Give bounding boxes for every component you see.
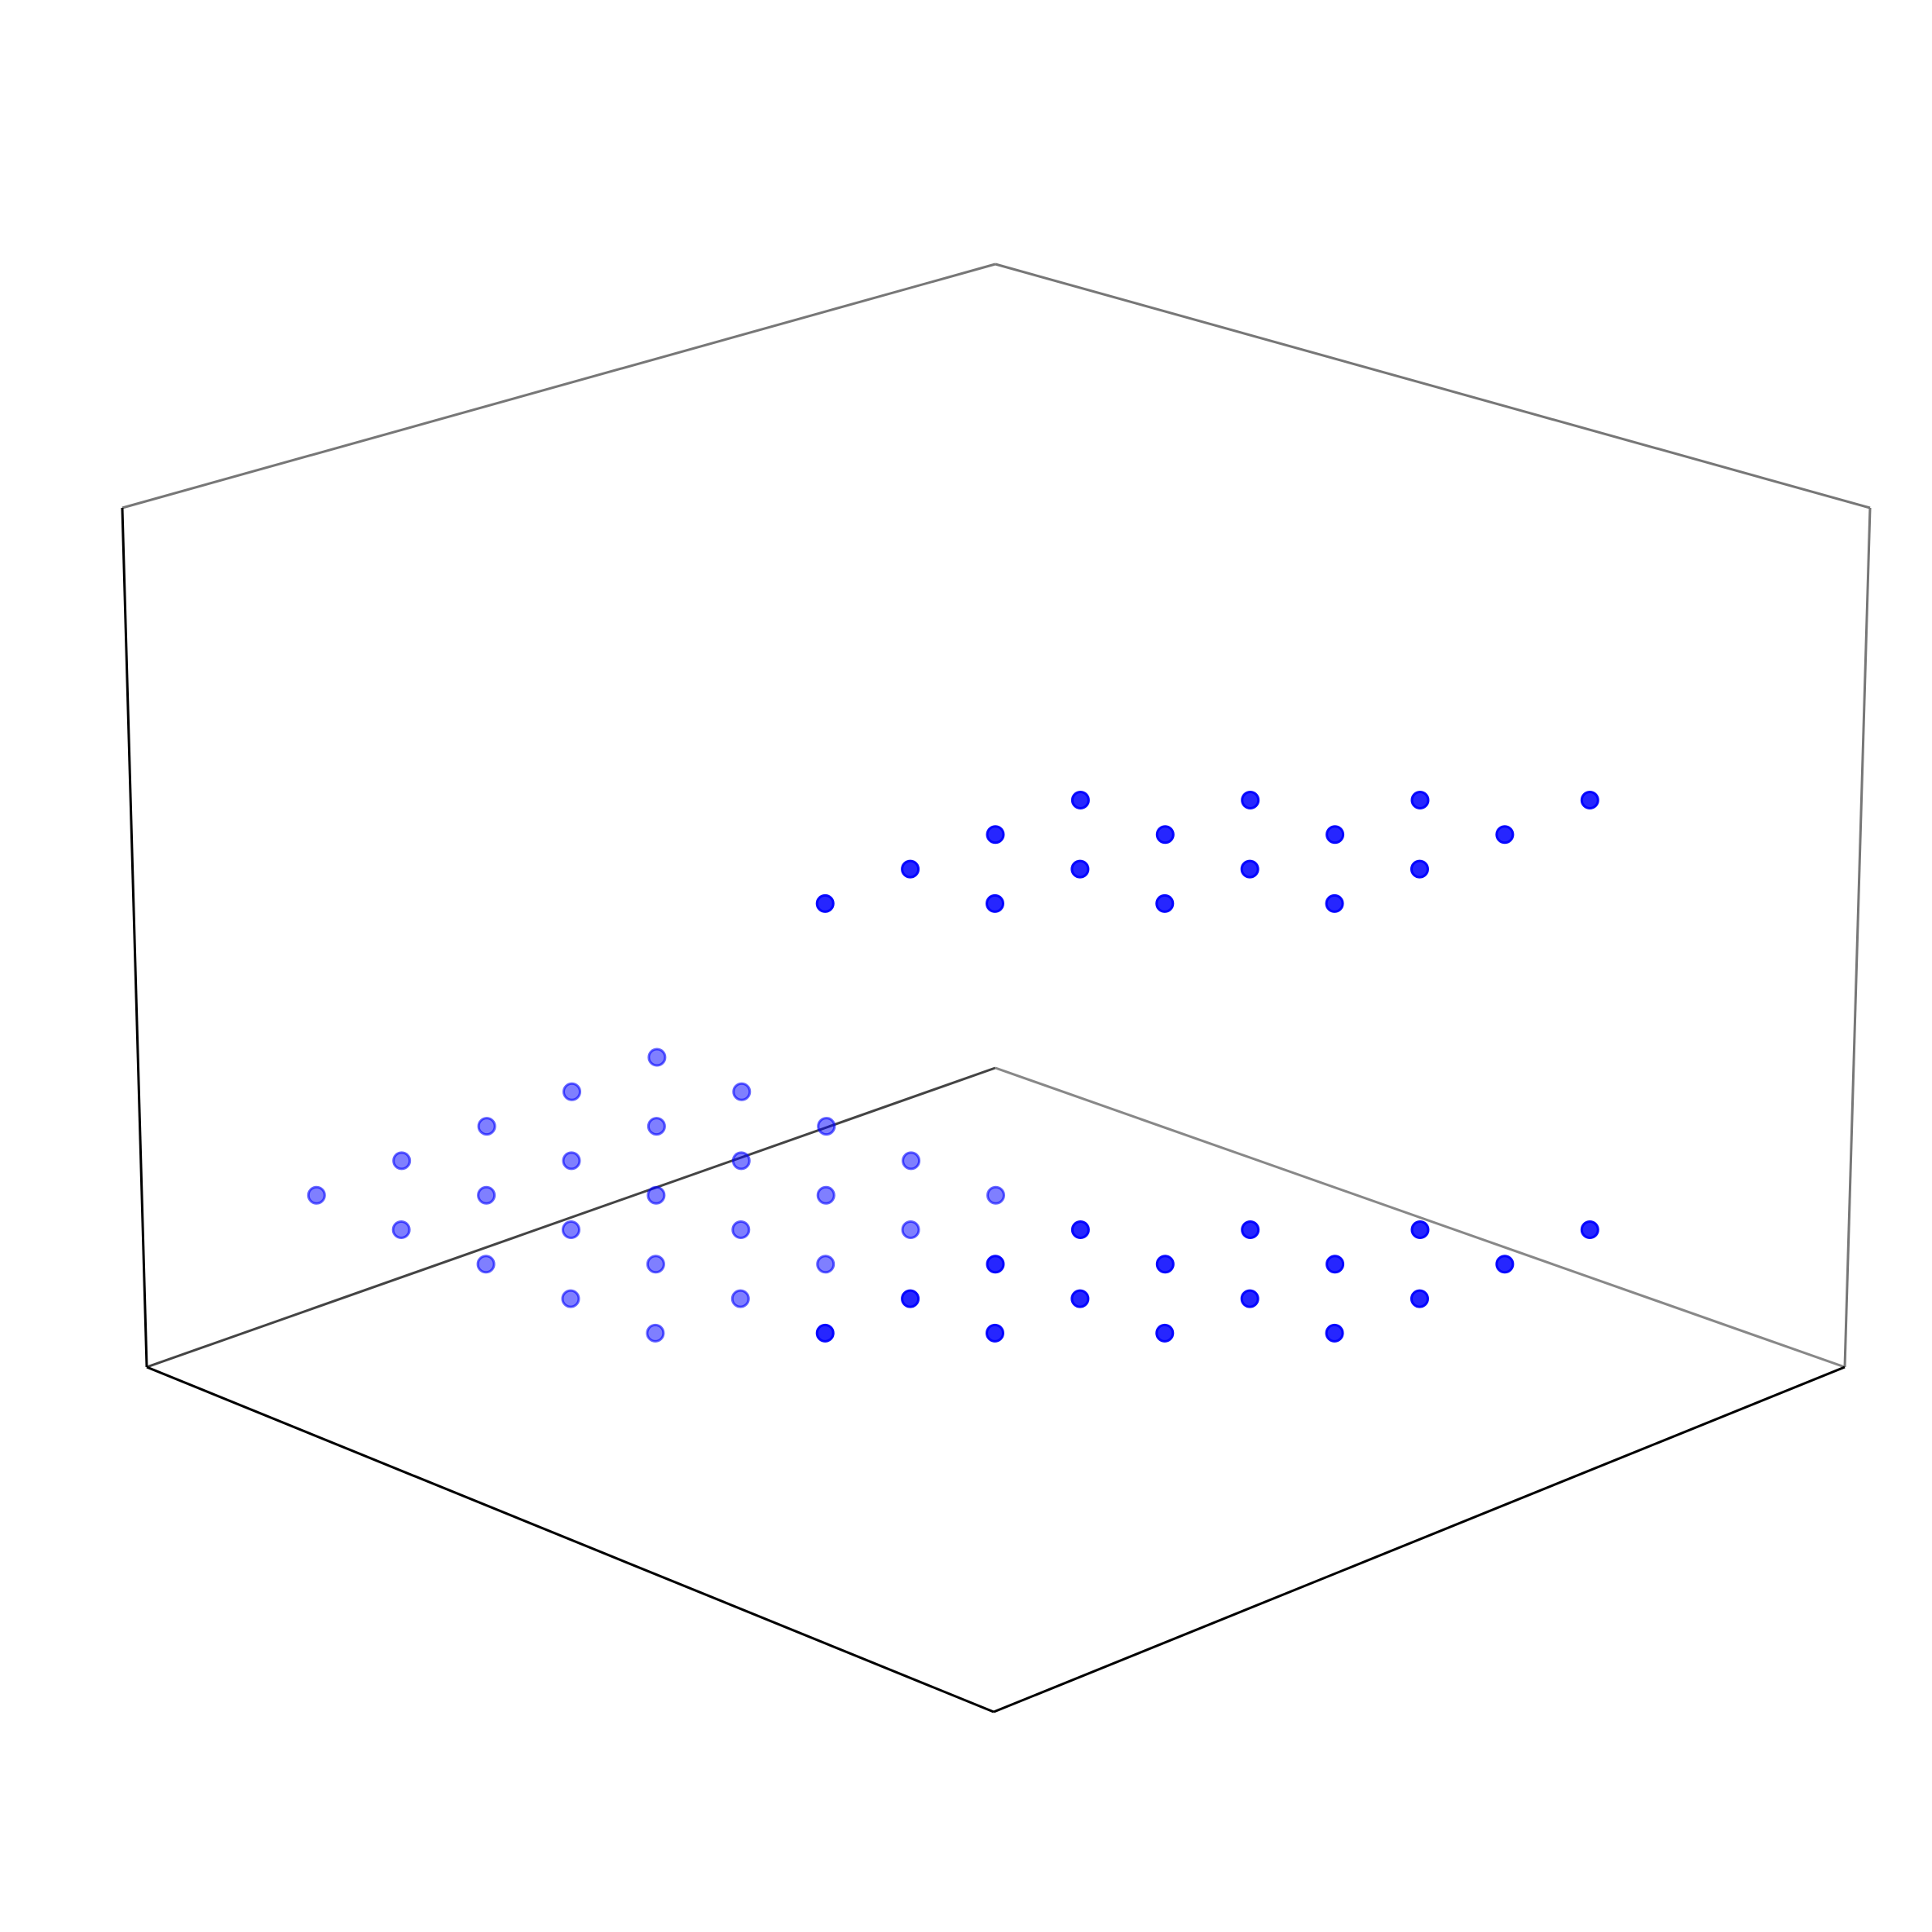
- scatter-point-s1-12: [815, 1323, 835, 1343]
- axis-edge-floor-front-right: [993, 1365, 1846, 1714]
- scatter-point-s0-15: [1070, 791, 1090, 809]
- scatter-point-s2-9: [902, 1151, 921, 1171]
- scatter-point-s2-23: [562, 1082, 581, 1101]
- scatter-point-s2-21: [392, 1151, 412, 1171]
- axis-edge-floor-back-right: [995, 1066, 1846, 1369]
- scatter-point-s2-7: [731, 1220, 751, 1239]
- axes-box-front: [121, 507, 1846, 1714]
- axes-box-back: [121, 262, 1872, 1369]
- scatter-point-s0-5: [1240, 859, 1259, 879]
- scatter-point-s1-11: [1241, 1220, 1260, 1239]
- scatter-point-s2-20: [307, 1185, 326, 1205]
- scatter-point-s0-4: [1155, 893, 1175, 913]
- scatter-point-s1-1: [1410, 1289, 1429, 1308]
- scatter-point-s1-14: [986, 1255, 1005, 1274]
- scatter-point-s0-7: [1410, 791, 1430, 809]
- scatter-point-s2-0: [646, 1323, 665, 1343]
- scatter-point-s0-1: [1410, 859, 1429, 879]
- scatter-point-s0-9: [1070, 859, 1090, 879]
- scatter-point-s0-2: [1495, 825, 1515, 845]
- scatter-point-s1-6: [1325, 1255, 1345, 1274]
- scatter-point-s1-5: [1240, 1289, 1259, 1308]
- scatter-point-s1-8: [986, 1323, 1004, 1343]
- axis-edge-floor-back-left: [146, 1066, 996, 1369]
- scatter-point-s2-5: [561, 1289, 580, 1308]
- scatter-point-s2-17: [562, 1151, 581, 1171]
- scatter-point-s2-6: [646, 1255, 665, 1274]
- scatter-point-s1-3: [1580, 1220, 1599, 1239]
- scatter-point-s2-1: [730, 1289, 750, 1308]
- scatter-point-s0-10: [1155, 825, 1175, 845]
- scatter-point-s2-4: [986, 1185, 1005, 1205]
- scatter-point-s1-7: [1410, 1220, 1430, 1239]
- scatter-point-s0-0: [1325, 893, 1344, 913]
- scatter-point-s2-19: [732, 1082, 752, 1101]
- scatter-point-s2-15: [391, 1220, 411, 1239]
- scatter-point-s0-3: [1580, 791, 1599, 809]
- scatter-point-s0-13: [901, 859, 920, 879]
- scatter-point-s2-10: [476, 1255, 496, 1274]
- scatter-point-s2-11: [562, 1220, 580, 1239]
- axis-edge-left-vertical: [121, 507, 148, 1368]
- axis-edge-top-left: [121, 262, 996, 509]
- scatter-point-s2-12: [646, 1185, 666, 1205]
- scatter-point-s1-9: [1070, 1289, 1090, 1308]
- scatter-point-s0-11: [1241, 791, 1260, 809]
- scatter-point-s1-10: [1155, 1255, 1175, 1274]
- scatter-point-s0-8: [986, 893, 1004, 913]
- scatter-point-s0-6: [1325, 825, 1345, 845]
- axis-edge-floor-front-left: [146, 1365, 995, 1714]
- scatter-point-s1-2: [1495, 1255, 1515, 1274]
- scatter-point-s2-14: [817, 1117, 836, 1136]
- scatter-point-s1-4: [1155, 1323, 1175, 1343]
- scatter-point-s2-22: [477, 1117, 496, 1136]
- scatter-point-s2-3: [901, 1220, 920, 1239]
- scatter-point-s2-13: [731, 1151, 751, 1171]
- scatter-points: [307, 791, 1599, 1343]
- scatter-point-s0-14: [986, 825, 1005, 845]
- scatter-point-s1-13: [901, 1289, 920, 1308]
- scatter-point-s2-24: [647, 1048, 667, 1067]
- scatter-point-s0-12: [815, 893, 835, 913]
- scatter-point-s1-15: [1070, 1220, 1090, 1239]
- axis-edge-top-right: [995, 262, 1871, 509]
- scatter-point-s2-16: [477, 1185, 496, 1205]
- scatter-point-s1-0: [1325, 1323, 1344, 1343]
- scatter-point-s2-2: [816, 1255, 836, 1274]
- scatter-point-s2-8: [816, 1185, 836, 1205]
- axis-edge-right-vertical: [1843, 507, 1872, 1368]
- scatter-point-s2-18: [646, 1117, 666, 1136]
